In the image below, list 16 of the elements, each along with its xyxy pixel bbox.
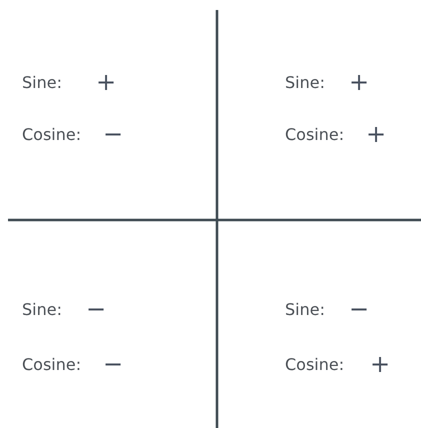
sign-symbol: + [349,70,370,94]
sign-symbol: − [349,297,370,321]
function-label: Sine: [285,73,325,93]
function-label: Cosine: [285,125,344,145]
function-label: Cosine: [22,355,82,375]
sign-symbol: − [103,352,124,376]
sign-symbol: + [366,122,386,146]
sign-symbol: + [96,70,116,94]
function-label: Sine: [22,300,62,320]
sign-symbol: − [103,122,124,146]
sign-symbol: + [370,352,390,376]
sign-symbol: − [86,297,106,321]
function-label: Cosine: [285,355,344,375]
function-label: Cosine: [22,125,82,145]
function-label: Sine: [22,73,62,93]
function-label: Sine: [285,300,325,320]
